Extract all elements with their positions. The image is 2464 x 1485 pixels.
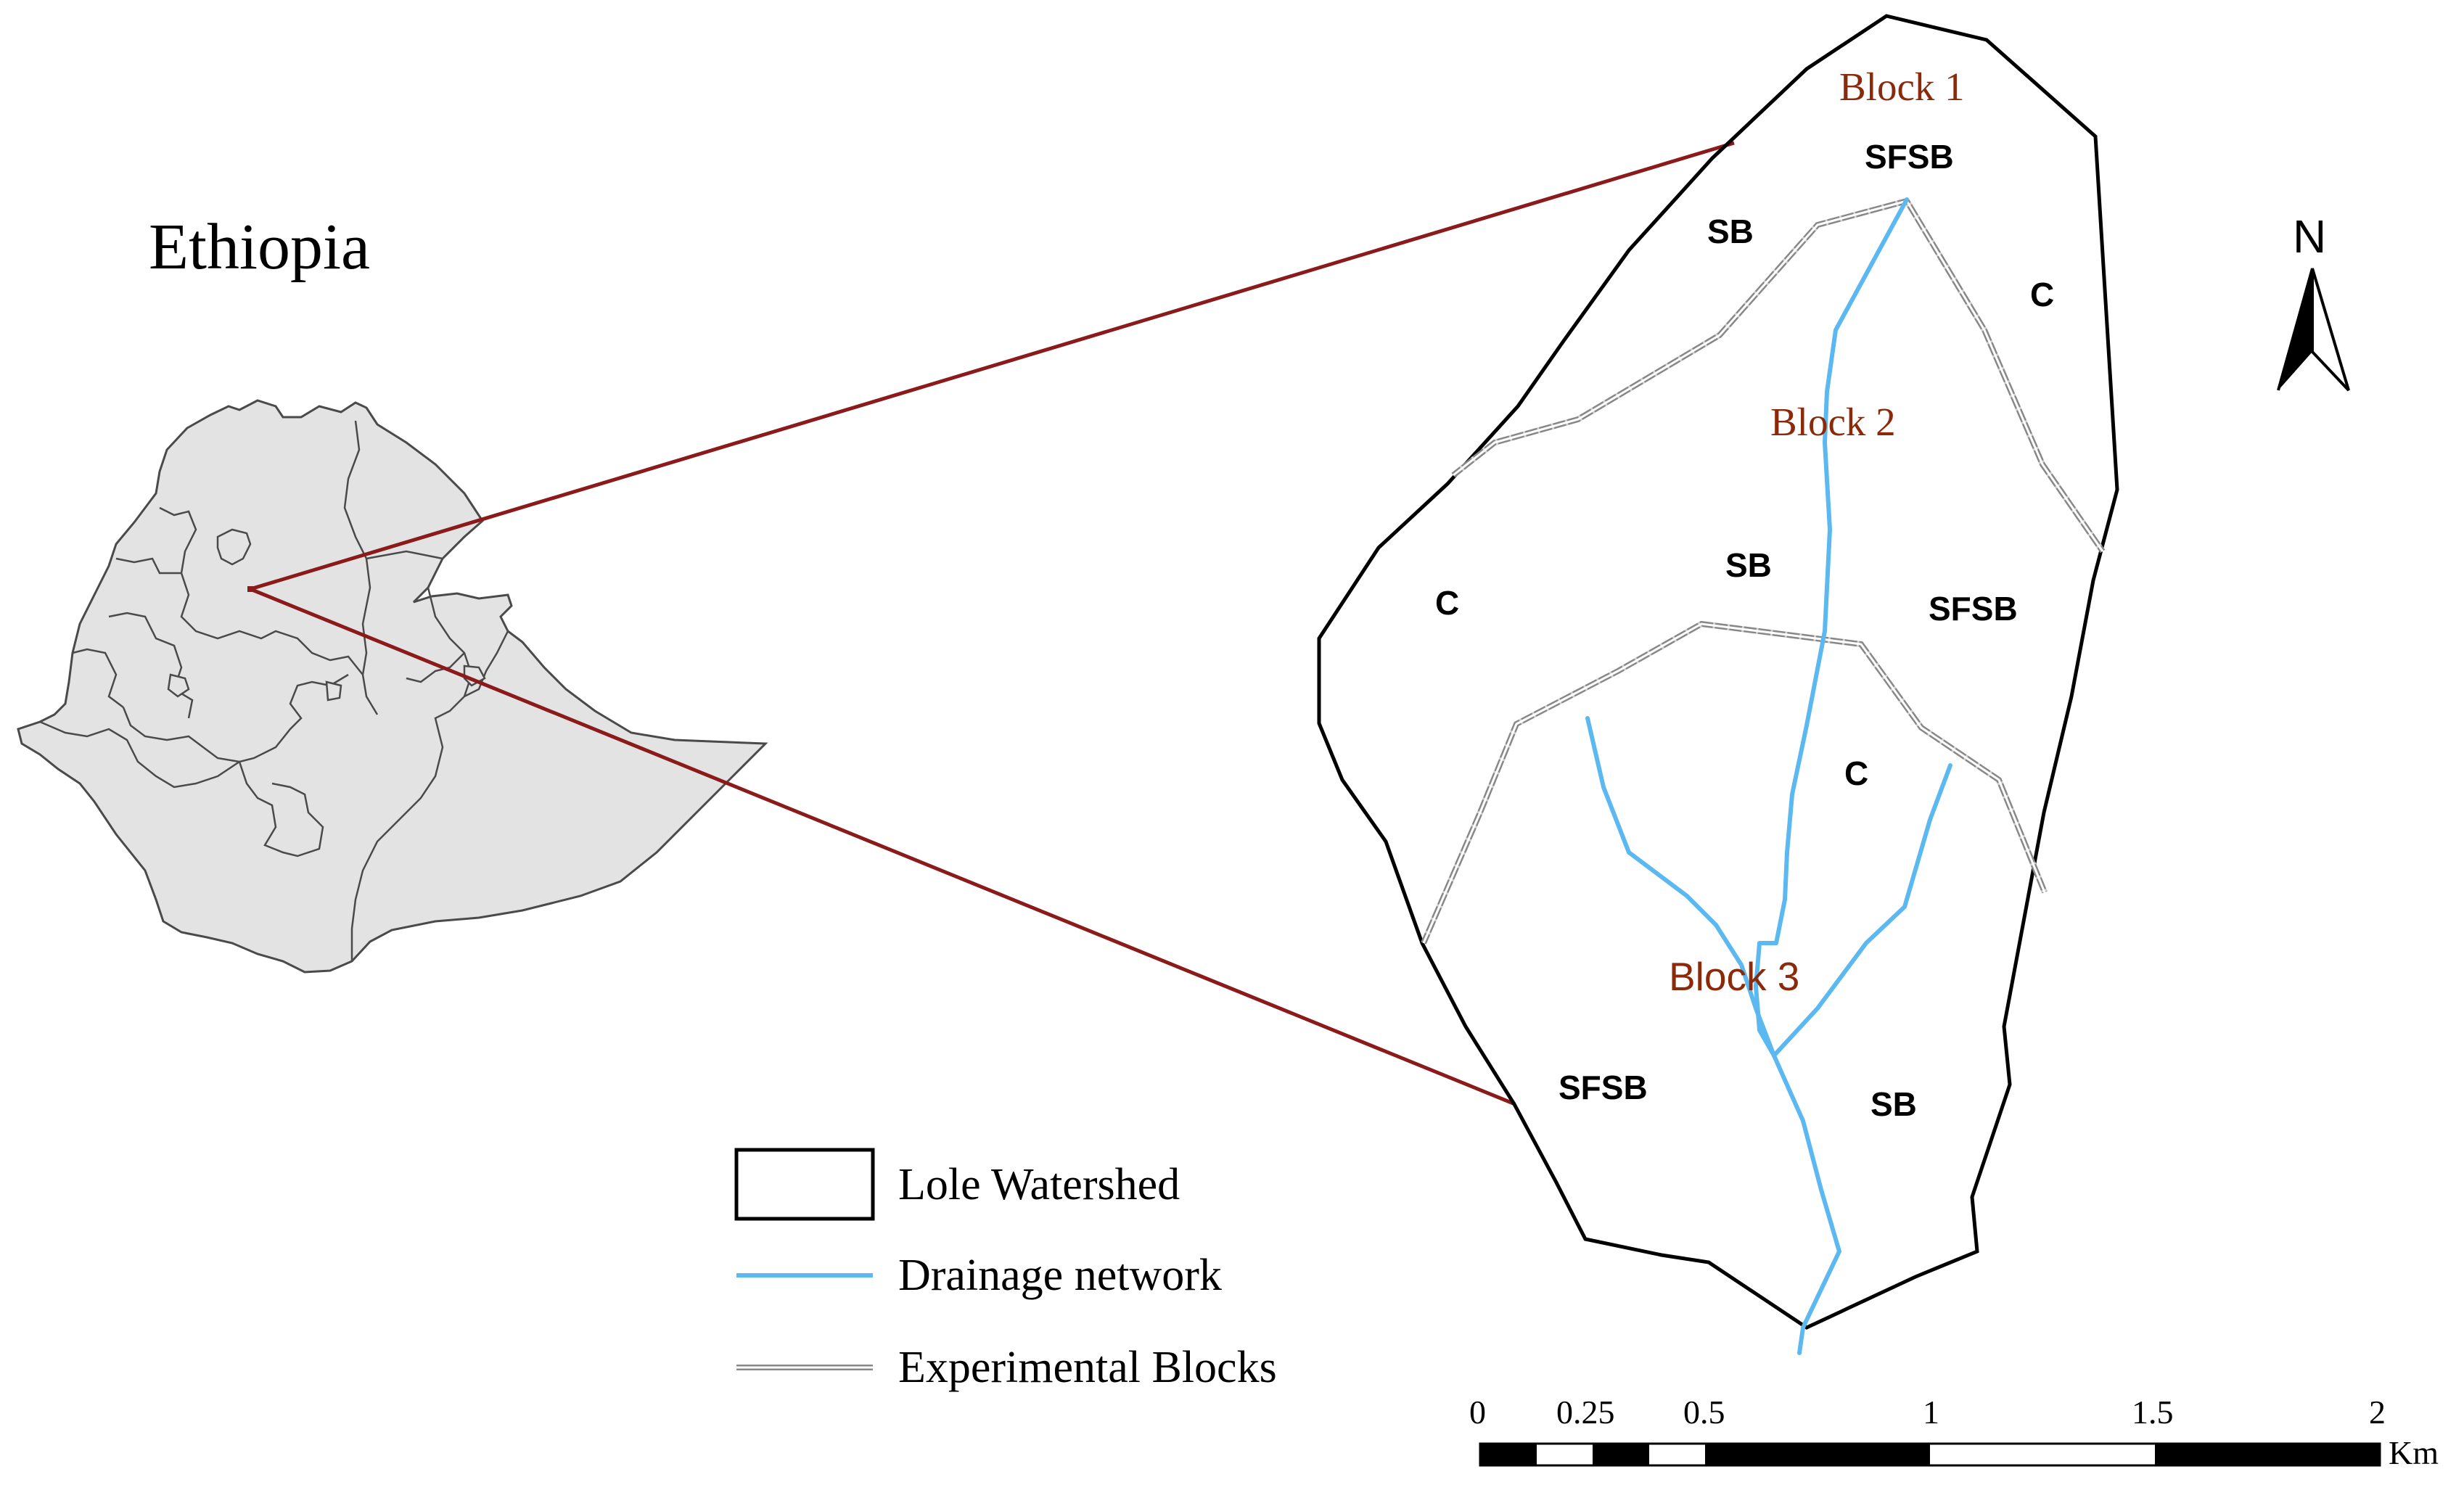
west-tributary — [1585, 716, 1776, 1058]
block-boundary-2-3 — [1421, 620, 2048, 945]
scale-tick-label: 0.25 — [1556, 1394, 1615, 1431]
zone-label: SB — [1707, 213, 1754, 250]
legend-watershed-symbol — [734, 1148, 875, 1221]
scale-segment — [2155, 1444, 2380, 1465]
scale-bar: 0 0.25 0.5 1 1.5 2 Km — [1469, 1394, 2439, 1471]
zone-label: SB — [1725, 546, 1772, 584]
connector-line-bottom — [250, 587, 1516, 1106]
enclave-shape-2 — [325, 680, 342, 702]
scale-tick-label: 2 — [2369, 1394, 2386, 1431]
legend: Lole Watershed Drainage network Experime… — [734, 1148, 1277, 1392]
scale-segment — [1593, 1444, 1649, 1465]
ethiopia-country-map: Ethiopia — [17, 211, 768, 974]
block-2-label: Block 2 — [1770, 400, 1896, 444]
country-label: Ethiopia — [149, 211, 370, 283]
watershed-boundary — [1317, 14, 2119, 1330]
scale-segment — [1705, 1444, 1930, 1465]
scale-unit-label: Km — [2389, 1434, 2439, 1471]
ethiopia-outline — [17, 399, 768, 974]
zone-label: SFSB — [1865, 138, 1954, 176]
drainage-network — [1585, 197, 1952, 1355]
inset-connector-lines — [250, 141, 1735, 1106]
zone-label: C — [2030, 276, 2054, 313]
experimental-block-boundaries — [1421, 197, 2106, 945]
scale-tick-label: 0.5 — [1683, 1394, 1725, 1431]
north-arrow-icon — [2277, 268, 2350, 392]
legend-drainage-label: Drainage network — [898, 1251, 1222, 1300]
zone-label: SFSB — [1929, 590, 2018, 628]
block-1-label: Block 1 — [1839, 65, 1965, 109]
zone-label: C — [1844, 754, 1868, 792]
connector-line-top — [250, 141, 1735, 591]
scale-tick-label: 1 — [1923, 1394, 1939, 1431]
main-stream — [1754, 197, 1909, 1355]
zone-label: SFSB — [1559, 1069, 1648, 1106]
legend-blocks-label: Experimental Blocks — [898, 1343, 1277, 1392]
scale-segment — [1480, 1444, 1537, 1465]
north-arrow: N — [2277, 210, 2350, 392]
east-tributary — [1772, 763, 1952, 1058]
zone-label: C — [1435, 584, 1459, 622]
block-3-label: Block 3 — [1669, 954, 1799, 999]
lake-tana-shape — [216, 528, 252, 566]
scale-tick-label: 0 — [1469, 1394, 1486, 1431]
regional-boundaries — [39, 420, 509, 961]
zone-label: SB — [1870, 1085, 1917, 1123]
north-label: N — [2293, 210, 2326, 263]
legend-watershed-label: Lole Watershed — [898, 1160, 1180, 1209]
scale-tick-label: 1.5 — [2132, 1394, 2174, 1431]
enclave-shape — [167, 673, 190, 698]
lole-watershed-map: Block 1 Block 2 Block 3 SFSB SB C SB C S… — [1317, 14, 2119, 1355]
